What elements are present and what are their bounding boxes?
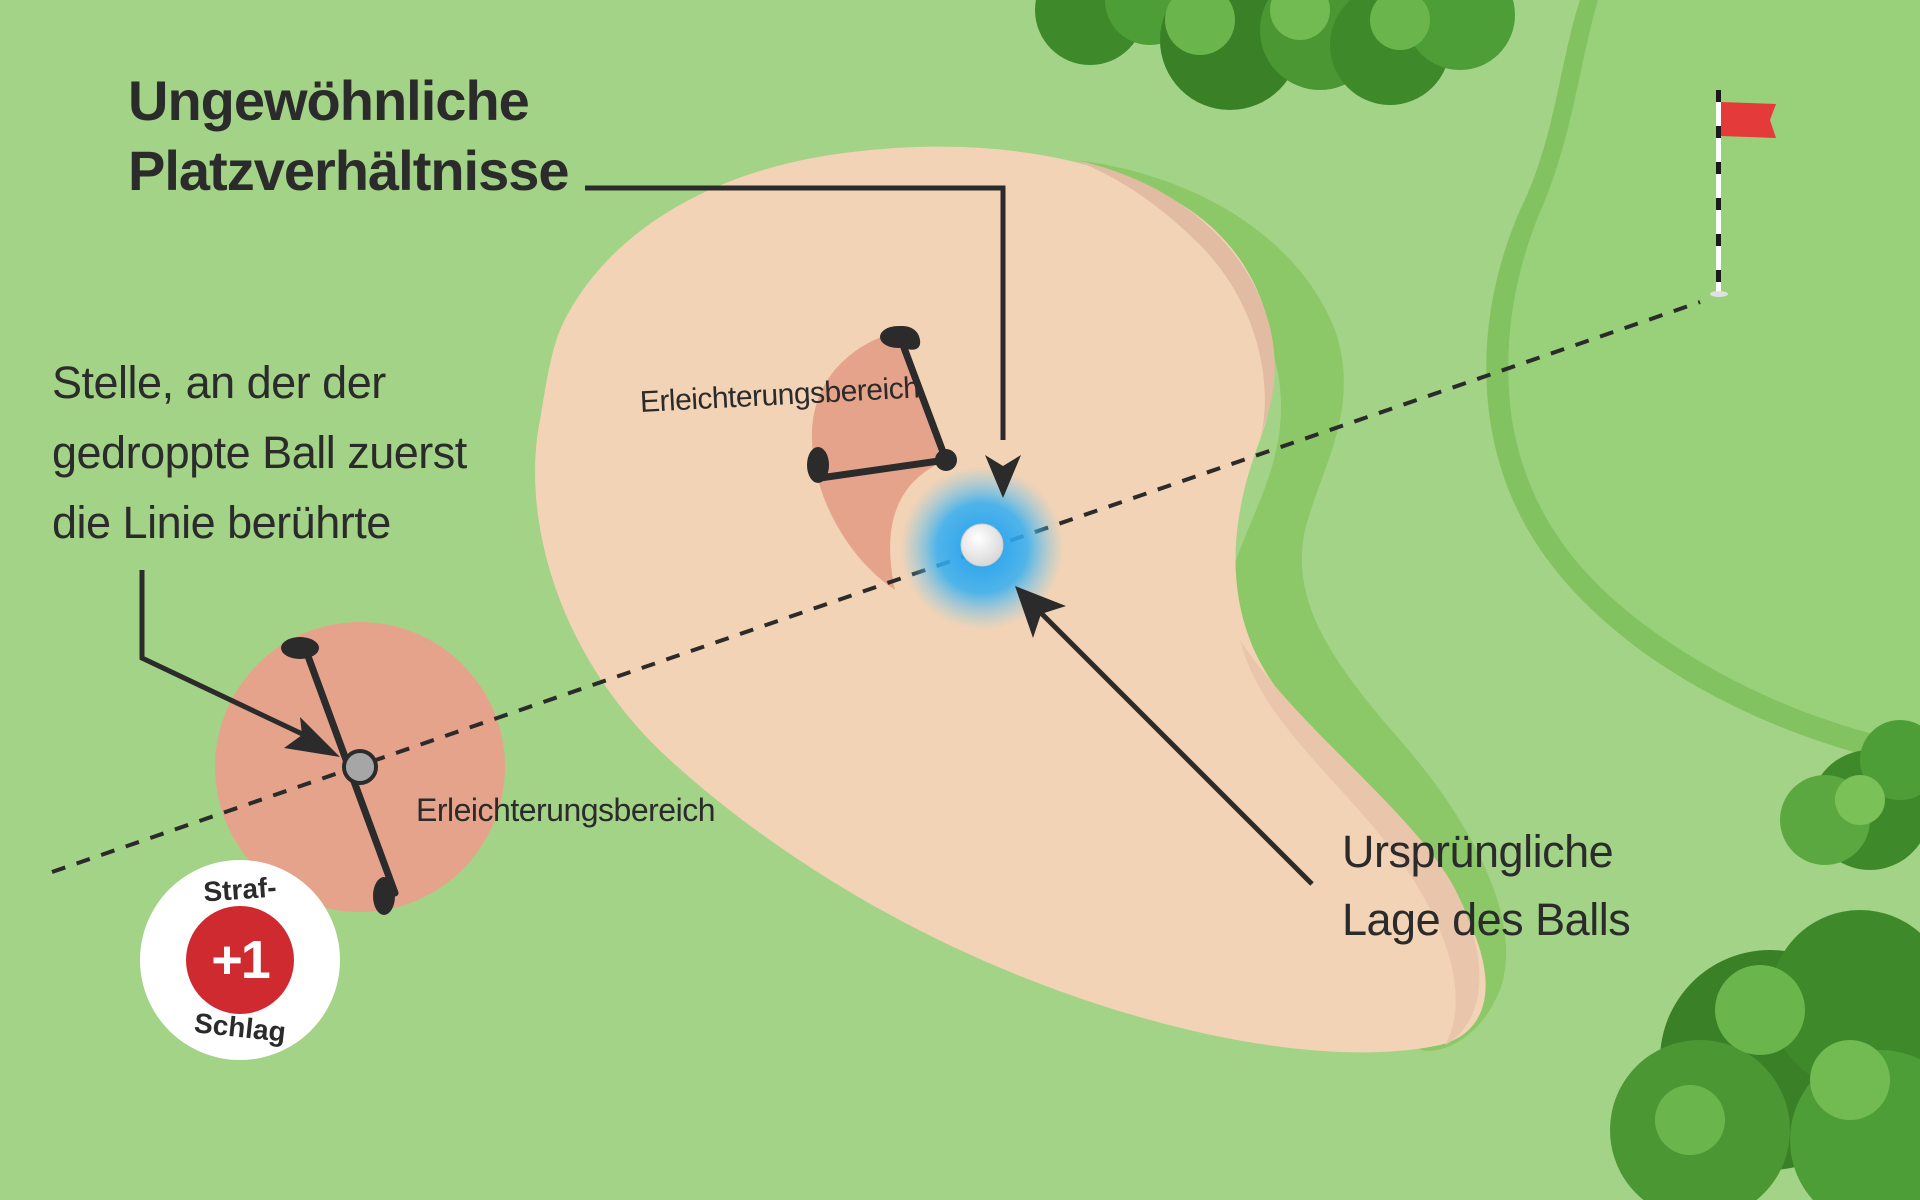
penalty-badge: Straf- +1 Schlag xyxy=(140,860,340,1060)
dropped-ball-icon xyxy=(342,749,378,785)
orig-note-line-2: Lage des Balls xyxy=(1342,894,1631,945)
trees-top xyxy=(1035,0,1515,110)
bunker-shadow-lower xyxy=(1240,640,1480,1045)
club-measure-bunker xyxy=(807,325,957,483)
bush-right xyxy=(1780,720,1920,870)
original-position-note: Ursprüngliche Lage des Balls xyxy=(1342,818,1631,954)
title-line-2: Platzverhältnisse xyxy=(128,139,570,202)
flag-icon xyxy=(1710,90,1776,297)
drop-point-note: Stelle, an der der gedroppte Ball zuerst… xyxy=(52,348,467,558)
page-title: Ungewöhnliche Platzverhältnisse xyxy=(128,66,570,206)
drop-point-callout-arrow xyxy=(139,570,340,757)
reference-line xyxy=(51,300,1701,874)
relief-area-bunker xyxy=(811,330,946,590)
bunker-shadow xyxy=(1075,160,1275,440)
drop-note-line-3: die Linie berührte xyxy=(52,497,391,548)
original-position-callout-arrow xyxy=(1015,586,1314,886)
trees-bottom-right xyxy=(1610,910,1920,1200)
golf-ball-icon xyxy=(960,523,1004,567)
title-callout-arrow xyxy=(585,185,1021,498)
penalty-badge-value: +1 xyxy=(186,906,294,1014)
title-line-1: Ungewöhnliche xyxy=(128,69,530,132)
putting-green xyxy=(1508,0,1920,745)
drop-note-line-1: Stelle, an der der xyxy=(52,357,386,408)
orig-note-line-1: Ursprüngliche xyxy=(1342,826,1614,877)
relief-area-label-outside: Erleichterungsbereich xyxy=(416,792,716,828)
drop-note-line-2: gedroppte Ball zuerst xyxy=(52,427,467,478)
